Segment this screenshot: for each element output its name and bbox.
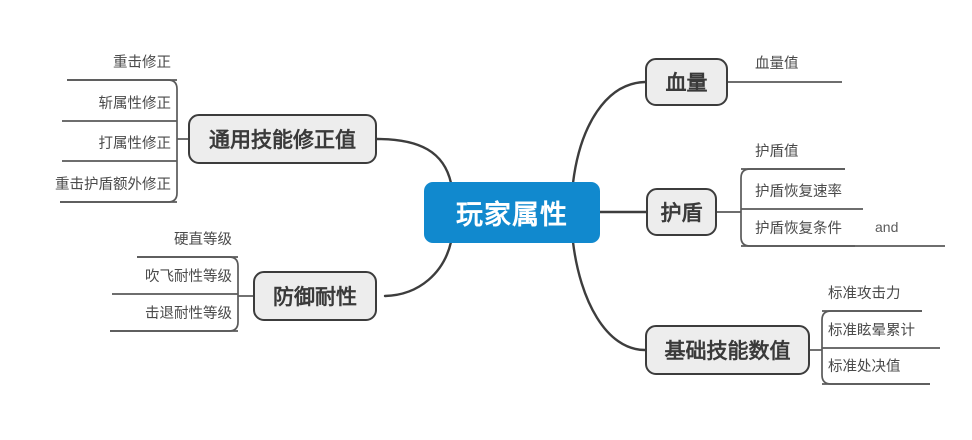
leaf-label: 重击修正 [113, 55, 171, 71]
branch-node-health[interactable]: 血量 [645, 58, 728, 106]
branch-node-base-skill-values[interactable]: 基础技能数值 [645, 325, 810, 375]
branch-node-shield[interactable]: 护盾 [646, 188, 717, 236]
leaf-defense-resistance-3[interactable]: 击退耐性等级 [62, 302, 232, 323]
branch-node-label: 通用技能修正值 [209, 129, 356, 152]
branch-node-general-skill-modifier[interactable]: 通用技能修正值 [188, 114, 377, 164]
leaf-label: 标准处决值 [828, 359, 901, 375]
leaf-shield-3[interactable]: 护盾恢复条件 [755, 217, 935, 238]
root-node-player-attributes[interactable]: 玩家属性 [424, 182, 600, 243]
connector-root-to-base-skill-values [571, 240, 647, 352]
leaf-label: 打属性修正 [98, 136, 172, 152]
leaf-base-skill-values-2[interactable]: 标准眩晕累计 [828, 319, 972, 340]
connector-root-to-general-skill-modifier [375, 137, 453, 185]
leaf-health-1[interactable]: 血量值 [755, 52, 915, 73]
leaf-label: 吹飞耐性等级 [145, 269, 232, 285]
leaf-label: 血量值 [755, 56, 799, 72]
root-node-label: 玩家属性 [456, 200, 568, 230]
leaf-general-skill-modifier-2[interactable]: 斩属性修正 [0, 92, 172, 113]
leaf-defense-resistance-1[interactable]: 硬直等级 [62, 228, 232, 249]
leaf-label: and [875, 219, 899, 235]
leaf-shield-1[interactable]: 护盾值 [755, 140, 935, 161]
leaf-shield-2[interactable]: 护盾恢复速率 [755, 180, 935, 201]
leaf-label: 标准攻击力 [828, 286, 901, 302]
branch-node-label: 血量 [665, 72, 708, 95]
leaf-label: 标准眩晕累计 [828, 323, 915, 339]
leaf-label: 击退耐性等级 [145, 306, 232, 322]
leaf-general-skill-modifier-1[interactable]: 重击修正 [0, 51, 171, 72]
branch-node-label: 基础技能数值 [664, 340, 791, 363]
leaf-shield-3-extra-and[interactable]: and [875, 219, 898, 235]
leaf-label: 护盾恢复速率 [755, 184, 842, 200]
leaf-label: 斩属性修正 [98, 96, 172, 112]
connector-root-to-defense-resistance [383, 240, 453, 298]
leaf-label: 护盾恢复条件 [755, 221, 842, 237]
leaf-general-skill-modifier-4[interactable]: 重击护盾额外修正 [0, 173, 171, 194]
leaf-base-skill-values-1[interactable]: 标准攻击力 [828, 282, 972, 303]
leaf-base-skill-values-3[interactable]: 标准处决值 [828, 355, 972, 376]
leaf-label: 护盾值 [755, 144, 799, 160]
branch-node-defense-resistance[interactable]: 防御耐性 [253, 271, 377, 321]
branch-node-label: 护盾 [660, 202, 703, 225]
leaf-general-skill-modifier-3[interactable]: 打属性修正 [0, 132, 172, 153]
connector-root-to-health [571, 80, 647, 185]
leaf-defense-resistance-2[interactable]: 吹飞耐性等级 [62, 265, 232, 286]
leaf-label: 重击护盾额外修正 [55, 177, 171, 193]
leaf-label: 硬直等级 [174, 232, 232, 248]
branch-node-label: 防御耐性 [273, 286, 357, 309]
